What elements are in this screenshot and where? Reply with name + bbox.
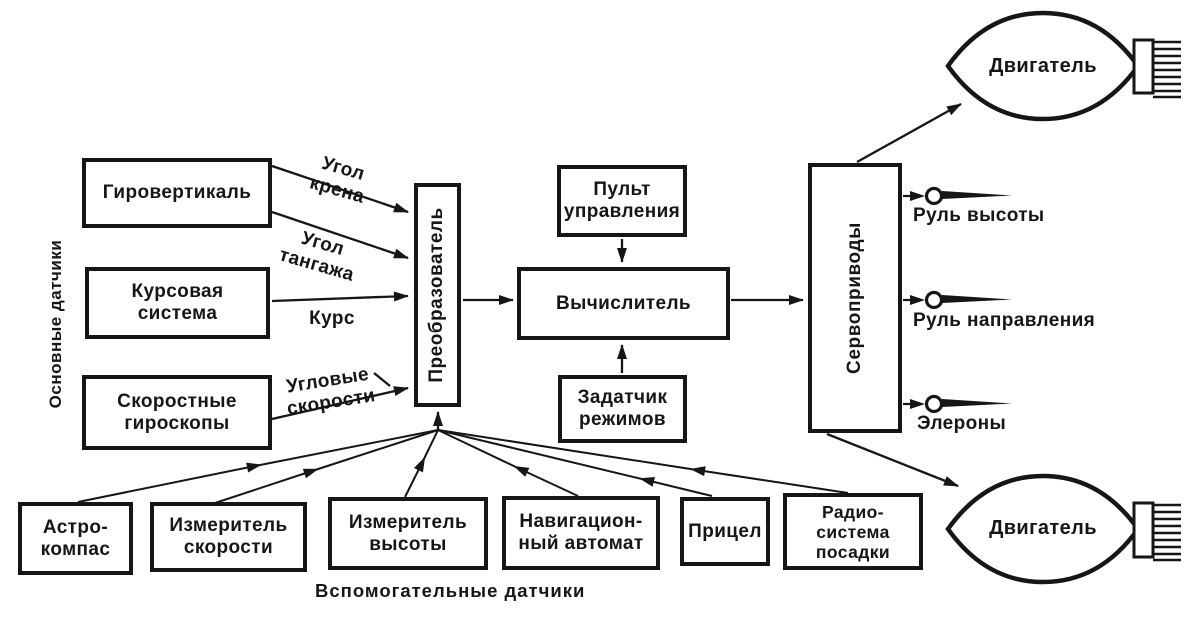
- node-rate-gyros: Скоростные гироскопы: [82, 375, 272, 450]
- line-radio-landing: [437, 429, 849, 494]
- node-altitude-meter: Измеритель высоты: [328, 497, 488, 570]
- signal-arrows: [271, 102, 962, 488]
- node-control-panel-label: Пульт управления: [563, 179, 681, 222]
- node-radio-landing: Радио- система посадки: [783, 493, 923, 570]
- engine-shapes: [945, 10, 1181, 585]
- line-sight: [437, 429, 713, 497]
- node-speed-meter: Измеритель скорости: [150, 502, 307, 572]
- output-ailerons-symbol: [903, 394, 1012, 414]
- node-sight-label: Прицел: [688, 520, 762, 542]
- line-astrocompass: [77, 429, 439, 503]
- line-nav-automat: [437, 429, 579, 497]
- node-course-system-label: Курсовая система: [131, 281, 224, 324]
- node-computer: Вычислитель: [517, 267, 730, 340]
- top-engine-exhaust-hatch: [1153, 40, 1181, 99]
- arrow-course: [271, 291, 409, 303]
- output-elevator-symbol: [903, 186, 1012, 206]
- output-rudder-label: Руль направления: [913, 310, 1096, 331]
- bottom-engine-exhaust-hatch: [1153, 503, 1181, 562]
- node-speed-meter-label: Измеритель скорости: [169, 515, 288, 558]
- node-sight: Прицел: [680, 497, 770, 566]
- angular-rates-tick: [373, 372, 391, 387]
- output-ailerons-label: Элероны: [917, 413, 1007, 434]
- line-speed-meter: [214, 429, 439, 504]
- arrow-servos-to-top-engine: [856, 102, 962, 164]
- node-course-system: Курсовая система: [85, 267, 270, 339]
- node-gyro-vertical-label: Гировертикаль: [102, 182, 252, 203]
- aux-sensors-group-label: Вспомогательные датчики: [315, 580, 586, 601]
- bottom-engine-shape: [945, 473, 1181, 585]
- signal-course-label: Курс: [309, 308, 355, 329]
- bottom-engine-label: Двигатель: [989, 517, 1097, 539]
- arrow-pitch-angle: [271, 210, 409, 260]
- arrow-roll-angle: [271, 164, 409, 214]
- arrow-angular-rates: [271, 386, 409, 421]
- node-computer-label: Вычислитель: [556, 292, 691, 314]
- top-engine-shape: [945, 10, 1181, 122]
- arrow-servos-to-bottom-engine: [826, 432, 959, 488]
- top-engine-label: Двигатель: [989, 55, 1097, 77]
- node-converter-label: Преобразователь: [426, 207, 447, 383]
- node-mode-setter: Задатчик режимов: [558, 375, 687, 443]
- output-rudder-symbol: [903, 290, 1012, 310]
- node-servos-label: Сервоприводы: [844, 222, 865, 374]
- node-nav-automat: Навигацион- ный автомат: [502, 496, 660, 570]
- node-control-panel: Пульт управления: [557, 165, 687, 237]
- main-sensors-group-label: Основные датчики: [46, 239, 65, 409]
- node-radio-landing-label: Радио- система посадки: [815, 501, 891, 562]
- servo-outputs: [903, 186, 1012, 414]
- output-elevator-label: Руль высоты: [913, 205, 1045, 226]
- node-converter: [414, 183, 461, 407]
- node-mode-setter-label: Задатчик режимов: [577, 387, 668, 430]
- node-nav-automat-label: Навигацион- ный автомат: [518, 511, 644, 554]
- node-rate-gyros-label: Скоростные гироскопы: [117, 390, 237, 434]
- node-astrocompass: Астро- компас: [18, 502, 133, 575]
- node-servos: [808, 163, 902, 433]
- node-astrocompass-label: Астро- компас: [40, 516, 111, 560]
- node-gyro-vertical: Гировертикаль: [82, 158, 272, 228]
- line-altitude-meter: [404, 429, 439, 498]
- node-altitude-meter-label: Измеритель высоты: [348, 511, 468, 555]
- aux-sensor-lines: [77, 429, 849, 504]
